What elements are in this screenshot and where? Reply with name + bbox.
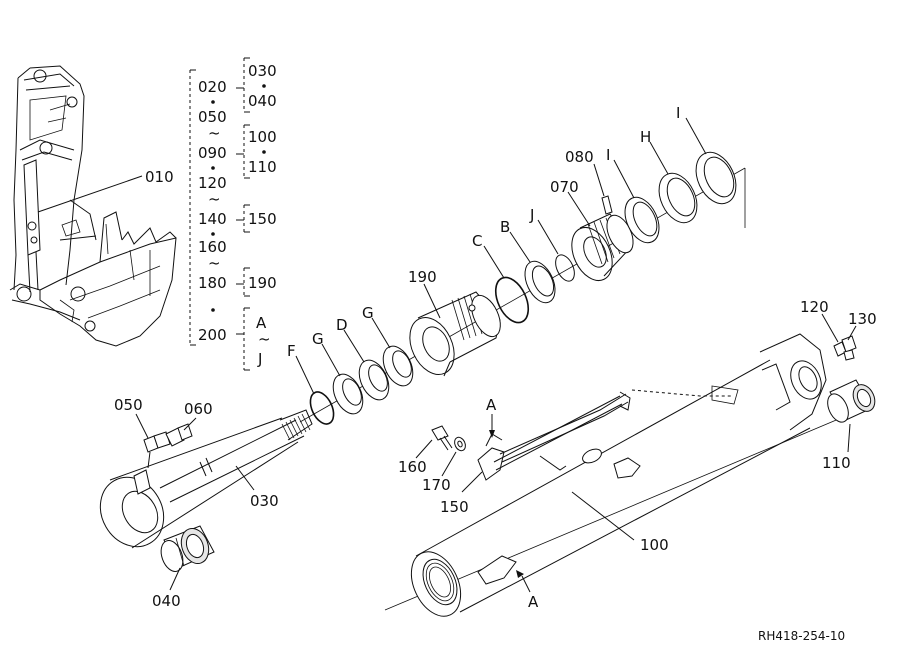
label-F: F [287,342,296,360]
legend-col2-4: 150 [248,210,277,228]
label-120: 120 [800,298,829,316]
ring-I-2 [695,151,737,205]
grease-fitting-060 [165,423,193,447]
cylinder-head-190 [409,291,501,377]
grease-fitting-050 [143,431,171,469]
label-I-2: I [676,104,680,122]
label-160: 160 [398,458,427,476]
drawing-number: RH418-254-10 [758,629,845,643]
seal-D [358,359,390,401]
cylinder-tube-100 [410,333,827,617]
label-010: 010 [145,168,174,186]
piston-070 [571,213,634,281]
label-J: J [529,206,534,224]
label-040: 040 [152,592,181,610]
washer-170 [454,436,466,452]
legend-col2-2: 100 [248,128,277,146]
set-screw-080 [601,195,613,215]
piston-rod-030 [99,409,313,549]
legend-col2-1: 040 [248,92,277,110]
ring-H [658,172,698,224]
ring-B [524,260,556,304]
legend-col1-10: 200 [198,326,227,344]
legend-col1-0: 020 [198,78,227,96]
label-050: 050 [114,396,143,414]
legend-col1-7: 160 [198,238,227,256]
legend-col1-4: 120 [198,174,227,192]
o-ring-J [555,254,575,282]
label-030: 030 [250,492,279,510]
label-G-2: G [362,304,374,322]
legend-col1-1: 050 [198,108,227,126]
bushing-040 [160,525,215,572]
label-D: D [336,316,348,334]
label-130: 130 [848,310,877,328]
bushing-110 [827,379,876,423]
legend-col2-7: ~ [258,330,271,348]
seal-G-2 [382,345,414,387]
legend-col1-5: ~ [208,190,221,208]
label-A-1: A [486,396,497,414]
label-060: 060 [184,400,213,418]
legend-col1-8: ~ [208,254,221,272]
label-190: 190 [408,268,437,286]
bolt-160 [431,425,453,451]
label-100: 100 [640,536,669,554]
pipe-150 [477,393,629,481]
ring-I-1 [624,196,660,244]
legend-col2-6: A [256,314,267,332]
grease-fitting-130 [841,335,857,361]
label-070: 070 [550,178,579,196]
label-080: 080 [565,148,594,166]
label-G-1: G [312,330,324,348]
legend-col2-0: 030 [248,62,277,80]
o-ring-C [494,276,530,324]
legend-col1-9: 180 [198,274,227,292]
legend-col1-3: 090 [198,144,227,162]
label-150: 150 [440,498,469,516]
legend-col1-2: ~ [208,124,221,142]
label-A-2: A [528,593,539,611]
label-B: B [500,218,510,236]
o-ring-F [309,391,335,425]
label-I-1: I [606,146,610,164]
seal-G-1 [332,373,364,415]
label-C: C [472,232,482,250]
label-170: 170 [422,476,451,494]
excavator-arm-bucket-illustration [9,65,177,347]
parts-legend-bracket: 020 050 ~ 090 120 ~ 140 160 ~ 180 200 03… [189,57,277,371]
label-110: 110 [822,454,851,472]
legend-col1-6: 140 [198,210,227,228]
legend-col2-8: J [257,350,262,368]
legend-col2-3: 110 [248,158,277,176]
legend-col2-5: 190 [248,274,277,292]
label-H: H [640,128,651,146]
